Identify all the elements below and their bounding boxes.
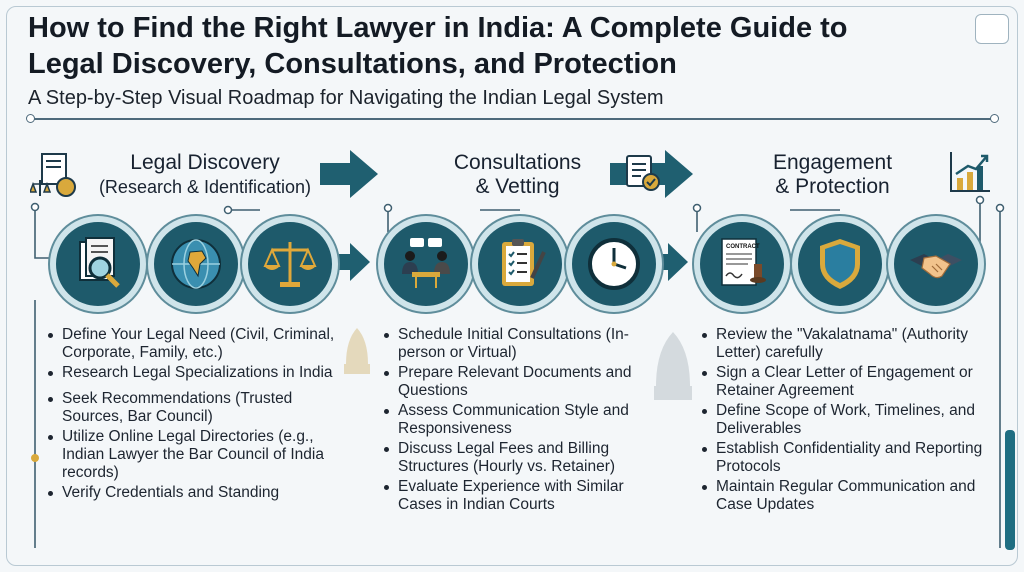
scales-of-justice-icon — [242, 216, 338, 312]
stage-1-heading: Legal Discovery — [130, 151, 280, 174]
page-title: How to Find the Right Lawyer in India: A… — [28, 10, 968, 82]
list-item: Seek Recommendations (Trusted Sources, B… — [48, 390, 338, 426]
list-item: Evaluate Experience with Similar Cases i… — [384, 478, 646, 514]
list-item: Define Scope of Work, Timelines, and Del… — [702, 402, 988, 438]
document-magnifier-icon — [50, 216, 146, 312]
menu-button[interactable] — [975, 14, 1009, 44]
header-divider — [30, 118, 994, 120]
stage-1-subheading: (Research & Identification) — [98, 177, 312, 197]
consultation-meeting-icon — [378, 216, 474, 312]
stage-2-heading: Consultations — [453, 151, 582, 174]
stage-3-subheading: & Protection — [775, 175, 890, 198]
checklist-icon — [626, 155, 660, 191]
clock-icon — [566, 216, 662, 312]
list-item: Utilize Online Legal Directories (e.g., … — [48, 428, 338, 482]
list-item: Discuss Legal Fees and Billing Structure… — [384, 440, 646, 476]
law-documents-icon — [30, 153, 76, 197]
stage-2-title: Consultations & Vetting — [430, 151, 605, 199]
list-item: Prepare Relevant Documents and Questions — [384, 364, 646, 400]
infographic-frame — [6, 6, 1018, 566]
stage-2-bullets: Schedule Initial Consultations (In-perso… — [384, 326, 646, 516]
list-item: Assess Communication Style and Responsiv… — [384, 402, 646, 438]
list-item: Sign a Clear Letter of Engagement or Ret… — [702, 364, 988, 400]
title-line-2: Legal Discovery, Consultations, and Prot… — [28, 48, 677, 80]
stage-2-subheading: & Vetting — [475, 175, 560, 198]
stage-1-bullets: Define Your Legal Need (Civil, Criminal,… — [48, 326, 338, 504]
list-item: Verify Credentials and Standing — [48, 484, 338, 502]
title-line-1: How to Find the Right Lawyer in India: A… — [28, 12, 848, 44]
stage-3-title: Engagement & Protection — [745, 151, 920, 199]
handshake-icon — [888, 216, 984, 312]
india-globe-icon — [148, 216, 244, 312]
signed-contract-icon: CONTRACT — [694, 216, 790, 312]
national-emblem-icon-large — [654, 332, 692, 400]
list-item: Schedule Initial Consultations (In-perso… — [384, 326, 646, 362]
divider-dot-right — [990, 114, 999, 123]
divider-dot-left — [26, 114, 35, 123]
scrollbar-accent — [1005, 430, 1015, 550]
list-item: Research Legal Specializations in India — [48, 364, 338, 382]
shield-icon — [792, 216, 888, 312]
national-emblem-icon — [344, 328, 370, 374]
list-item: Review the "Vakalatnama" (Authority Lett… — [702, 326, 988, 362]
list-item: Define Your Legal Need (Civil, Criminal,… — [48, 326, 338, 362]
growth-chart-icon — [950, 152, 990, 192]
page-subtitle: A Step-by-Step Visual Roadmap for Naviga… — [28, 87, 664, 109]
clipboard-checklist-icon — [472, 216, 568, 312]
list-item: Establish Confidentiality and Reporting … — [702, 440, 988, 476]
stage-3-heading: Engagement — [772, 151, 893, 174]
contract-label: CONTRACT — [726, 244, 760, 250]
stage-3-bullets: Review the "Vakalatnama" (Authority Lett… — [702, 326, 988, 516]
stage-1-title: Legal Discovery (Research & Identificati… — [90, 151, 320, 199]
list-item: Maintain Regular Communication and Case … — [702, 478, 988, 514]
